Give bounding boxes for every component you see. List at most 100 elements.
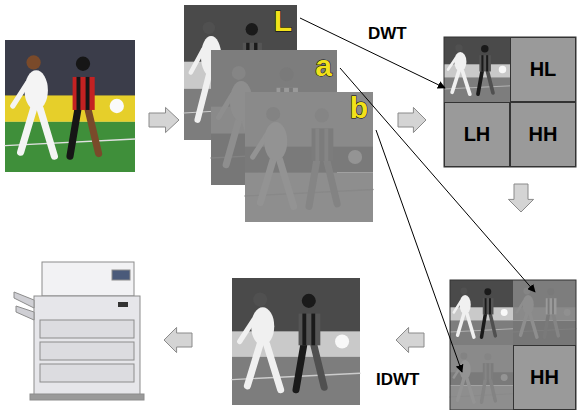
player-body <box>25 70 48 110</box>
player-leg <box>490 314 495 335</box>
subband-name: LH <box>464 123 491 146</box>
player-leg <box>482 314 486 337</box>
pointer-arrow <box>300 18 445 88</box>
player-body <box>454 52 466 71</box>
player-shirt <box>312 128 334 161</box>
player-head <box>302 294 316 308</box>
player-head <box>460 288 467 295</box>
ball <box>564 309 571 316</box>
grayscale-output <box>232 278 360 405</box>
subband-grid-border <box>444 37 576 167</box>
player-head <box>266 107 280 121</box>
ball <box>348 150 362 164</box>
player-shirt <box>479 55 491 71</box>
output-tray <box>14 292 34 308</box>
ball <box>501 374 508 381</box>
subband-box: HL <box>510 37 576 102</box>
shirt-stripe <box>86 77 90 110</box>
player-leg <box>267 344 281 390</box>
player-body <box>264 122 287 161</box>
player-leg <box>198 75 209 120</box>
player-leg <box>458 314 464 335</box>
subband-name: HH <box>530 366 559 389</box>
player-shirt <box>299 314 321 346</box>
advert-band <box>5 95 135 121</box>
player-shirt <box>73 77 95 110</box>
output-tray <box>16 306 34 320</box>
ll-subband-image <box>444 37 512 102</box>
player-leg <box>452 71 459 92</box>
control-panel <box>112 270 130 280</box>
b-subband-image <box>450 345 513 410</box>
player-leg <box>462 71 469 94</box>
shirt-stripe <box>552 298 554 314</box>
player-leg <box>260 160 273 203</box>
pointer-arrow <box>340 68 535 292</box>
scanner-lid <box>42 262 134 296</box>
player-head <box>232 66 246 80</box>
flow-arrow <box>398 107 426 132</box>
player-leg <box>553 314 558 335</box>
flow-arrow <box>508 184 533 212</box>
player-leg <box>247 344 260 386</box>
player-leg <box>467 314 474 337</box>
source-photo <box>5 40 135 172</box>
advert-band <box>450 307 513 320</box>
flow-arrow <box>149 107 179 132</box>
printer-body <box>34 296 140 396</box>
subband-box: LH <box>444 102 510 167</box>
player-body <box>251 307 274 345</box>
subband-name: HL <box>530 58 557 81</box>
player-leg <box>70 110 78 156</box>
player-head <box>455 44 462 51</box>
player-head <box>460 353 467 360</box>
subband-grid-border <box>450 280 576 410</box>
player-leg <box>478 71 482 94</box>
shirt-stripe <box>489 363 491 379</box>
shirt-stripe <box>324 128 328 161</box>
player-head <box>523 288 530 295</box>
shirt-stripe <box>315 128 319 161</box>
player-leg <box>488 71 493 92</box>
player-head <box>280 67 294 81</box>
shirt-stripe <box>481 55 483 71</box>
player-leg <box>490 379 495 400</box>
advert-band <box>232 331 360 356</box>
ball <box>335 334 349 348</box>
subband-box: HH <box>510 102 576 167</box>
channel-letter: b <box>350 93 368 123</box>
shirt-stripe <box>489 298 491 314</box>
player-shirt <box>483 298 494 314</box>
shirt-stripe <box>548 298 550 314</box>
player-leg <box>226 120 239 165</box>
advert-band <box>444 64 512 77</box>
player-head <box>246 23 258 35</box>
player-shirt <box>483 363 494 379</box>
player-head <box>547 288 554 295</box>
color-plane: L <box>184 5 297 140</box>
player-body <box>459 295 470 315</box>
color-plane: a <box>211 50 337 185</box>
channel-letter: L <box>274 6 292 36</box>
transform-label: IDWT <box>376 370 419 390</box>
shirt-stripe <box>485 363 487 379</box>
player-leg <box>40 109 54 157</box>
subband-name: HH <box>529 123 558 146</box>
player-leg <box>467 379 474 402</box>
advert-band <box>245 147 373 173</box>
player-leg <box>327 161 337 204</box>
channel-letter: a <box>315 51 332 81</box>
player-leg <box>296 345 304 389</box>
player-leg <box>545 314 549 337</box>
player-shirt <box>546 298 557 314</box>
player-head <box>484 353 491 360</box>
player-leg <box>314 345 324 387</box>
advert-band <box>450 372 513 385</box>
shirt-stripe <box>486 55 488 71</box>
player-leg <box>309 161 317 207</box>
a-subband-image <box>513 280 576 345</box>
player-leg <box>521 314 527 335</box>
ball <box>499 66 506 73</box>
